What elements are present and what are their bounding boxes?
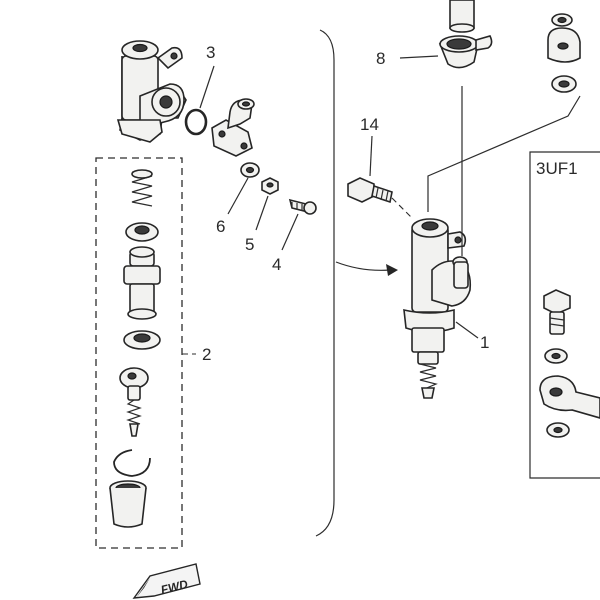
fuel-pipe-part [449,0,475,33]
inset-banjo-fitting-part [539,375,600,419]
callout-8: 8 [376,49,385,68]
elbow-cover-part [211,98,255,157]
nut-part-5 [261,177,279,195]
inset-washer-part [544,348,568,364]
callout-5: 5 [245,235,254,254]
fwd-direction-badge: FWD [132,563,201,599]
callout-1: 1 [480,333,489,352]
callout-14: 14 [360,115,379,134]
assembly-arrow-head [386,264,398,276]
inset-bolt-part [543,289,571,335]
callout-6: 6 [216,217,225,236]
circlip-part [113,449,151,477]
valve-needle-part [119,367,149,437]
fwd-label: FWD [159,577,189,597]
screw-part-4 [288,198,317,215]
washer-stack-part [547,13,581,93]
inset-box-label: 3UF1 [536,159,578,178]
o-ring-part-3 [184,108,208,136]
fuel-cock-assembly-part-1 [403,218,472,399]
bolt-part-14 [347,177,393,204]
callout-3: 3 [206,43,215,62]
inset-lower-washer-part [546,422,570,438]
plunger-part [123,246,161,320]
assembly-arrow [335,261,391,271]
filter-cup-part [109,480,147,528]
seal-cup-part [125,222,159,242]
inset-box-3uf1 [529,151,600,479]
fuel-cock-body-part [116,40,187,143]
washer-part-6 [240,162,260,178]
assembly-bracket [315,29,335,537]
callout-4: 4 [272,255,281,274]
callout-2: 2 [202,345,211,364]
kit-group-2-frame [95,157,183,549]
spring-part [131,169,153,207]
hose-clamp-part-8 [438,35,493,69]
seal-ring-part [123,330,161,350]
